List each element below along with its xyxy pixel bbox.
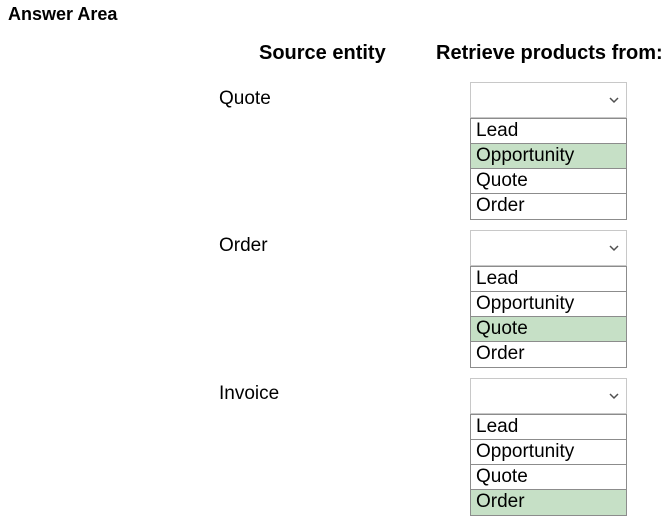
source-label-order: Order — [219, 235, 268, 256]
option-lead[interactable]: Lead — [471, 267, 626, 292]
retrieve-products-header: Retrieve products from: — [436, 42, 663, 64]
answer-area-title: Answer Area — [8, 4, 118, 24]
option-quote[interactable]: Quote — [471, 169, 626, 194]
chevron-down-icon — [609, 393, 619, 400]
option-opportunity[interactable]: Opportunity — [471, 292, 626, 317]
options-list: Lead Opportunity Quote Order — [470, 118, 627, 220]
dropdown-group-quote: Lead Opportunity Quote Order — [470, 82, 627, 220]
option-lead[interactable]: Lead — [471, 119, 626, 144]
dropdown-select-invoice[interactable] — [470, 378, 627, 414]
chevron-down-icon — [609, 97, 619, 104]
dropdown-group-invoice: Lead Opportunity Quote Order — [470, 378, 627, 516]
option-opportunity[interactable]: Opportunity — [471, 440, 626, 465]
source-entity-header: Source entity — [259, 42, 386, 64]
option-lead[interactable]: Lead — [471, 415, 626, 440]
option-order[interactable]: Order — [471, 490, 626, 515]
option-opportunity[interactable]: Opportunity — [471, 144, 626, 169]
dropdown-select-order[interactable] — [470, 230, 627, 266]
source-label-quote: Quote — [219, 88, 271, 109]
dropdown-group-order: Lead Opportunity Quote Order — [470, 230, 627, 368]
options-list: Lead Opportunity Quote Order — [470, 414, 627, 516]
chevron-down-icon — [609, 245, 619, 252]
option-quote[interactable]: Quote — [471, 465, 626, 490]
dropdown-select-quote[interactable] — [470, 82, 627, 118]
option-quote[interactable]: Quote — [471, 317, 626, 342]
options-list: Lead Opportunity Quote Order — [470, 266, 627, 368]
option-order[interactable]: Order — [476, 343, 525, 364]
source-label-invoice: Invoice — [219, 383, 280, 404]
option-order[interactable]: Order — [476, 195, 525, 216]
